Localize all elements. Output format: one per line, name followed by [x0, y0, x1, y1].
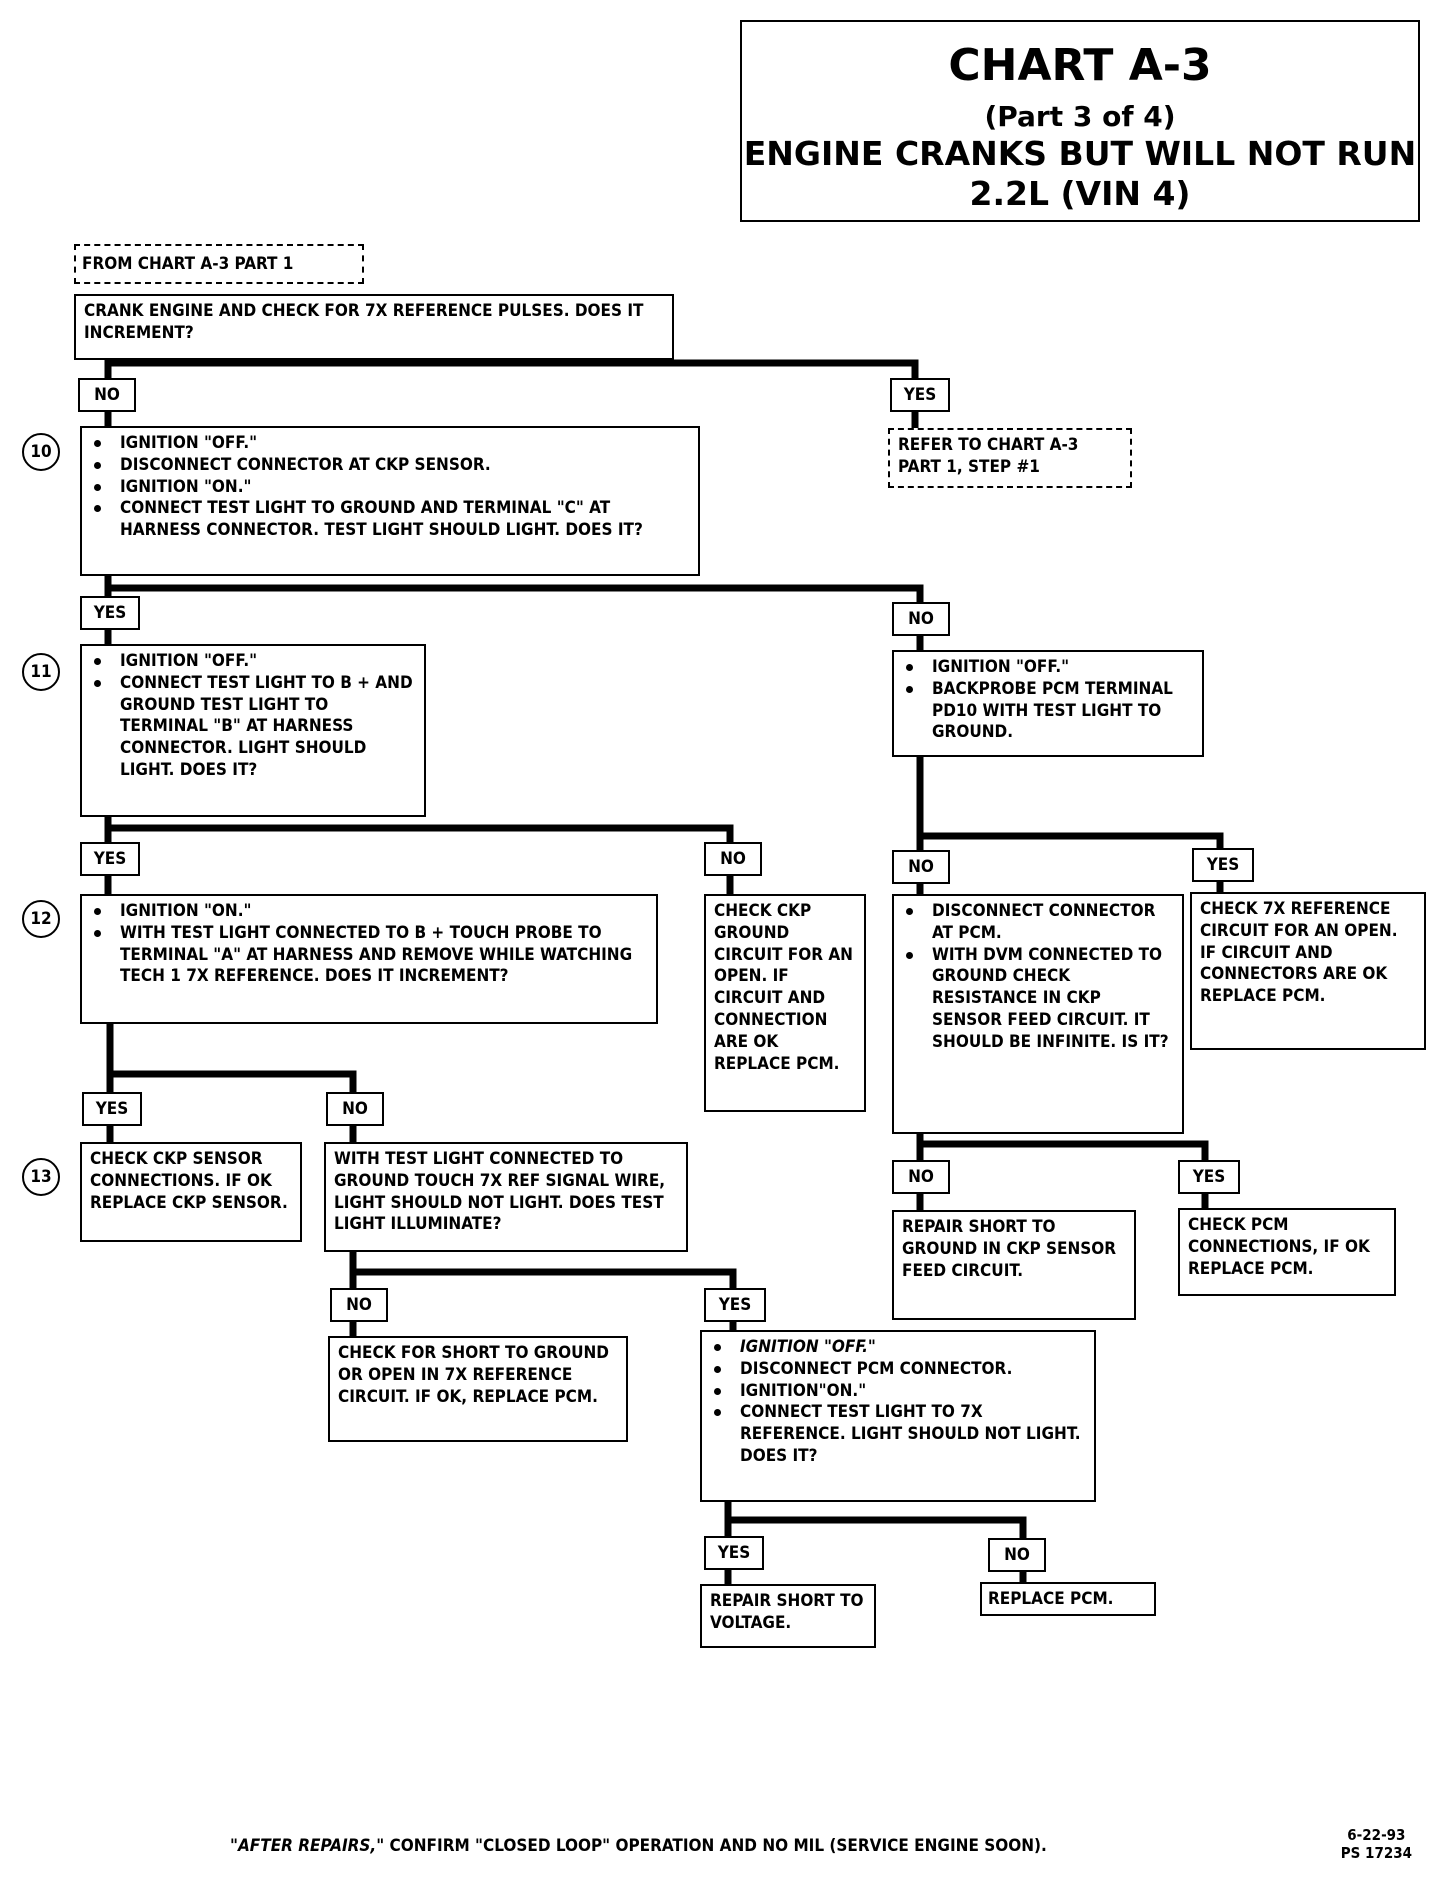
- dvm-check-box: DISCONNECT CONNECTOR AT PCM. WITH DVM CO…: [892, 894, 1184, 1134]
- footer-italic: "AFTER REPAIRS,": [230, 1836, 385, 1856]
- final-item: CONNECT TEST LIGHT TO 7X REFERENCE. LIGH…: [710, 1402, 1086, 1467]
- replace-pcm-text: REPLACE PCM.: [988, 1589, 1114, 1609]
- step-10-item: CONNECT TEST LIGHT TO GROUND AND TERMINA…: [90, 498, 690, 542]
- short-open-box: CHECK FOR SHORT TO GROUND OR OPEN IN 7X …: [328, 1336, 628, 1442]
- step-10-item: IGNITION "OFF.": [90, 433, 690, 455]
- repair-voltage-box: REPAIR SHORT TO VOLTAGE.: [700, 1584, 876, 1648]
- step-11-marker: 11: [22, 653, 60, 691]
- stamp-date: 6-22-93: [1347, 1826, 1406, 1844]
- step11-yes-label: YES: [80, 842, 140, 876]
- ckp-sensor-text: CHECK CKP SENSOR CONNECTIONS. IF OK REPL…: [90, 1149, 288, 1213]
- backprobe-yes-label: YES: [1192, 848, 1254, 882]
- footer-note: "AFTER REPAIRS," CONFIRM "CLOSED LOOP" O…: [230, 1836, 1047, 1856]
- step-12-box: IGNITION "ON." WITH TEST LIGHT CONNECTED…: [80, 894, 658, 1024]
- step12-no-label: NO: [326, 1092, 384, 1126]
- chart-title-block: CHART A-3 (Part 3 of 4) ENGINE CRANKS BU…: [740, 20, 1420, 222]
- refer-chart-box: REFER TO CHART A-3 PART 1, STEP #1: [888, 428, 1132, 488]
- repair-voltage-text: REPAIR SHORT TO VOLTAGE.: [710, 1591, 864, 1633]
- final-yes-label: YES: [704, 1536, 764, 1570]
- final-check-box: IGNITION "OFF." DISCONNECT PCM CONNECTOR…: [700, 1330, 1096, 1502]
- step-10-item: DISCONNECT CONNECTOR AT CKP SENSOR.: [90, 455, 690, 477]
- step-13-marker: 13: [22, 1158, 60, 1196]
- step-12-item: IGNITION "ON.": [90, 901, 648, 923]
- backprobe-item: IGNITION "OFF.": [902, 657, 1194, 679]
- dvm-no-label: NO: [892, 1160, 950, 1194]
- ground-touch-box: WITH TEST LIGHT CONNECTED TO GROUND TOUC…: [324, 1142, 688, 1252]
- final-item: IGNITION "OFF.": [710, 1337, 1086, 1359]
- short-open-text: CHECK FOR SHORT TO GROUND OR OPEN IN 7X …: [338, 1343, 610, 1407]
- step10-yes-label: YES: [80, 596, 140, 630]
- step-11-item: IGNITION "OFF.": [90, 651, 416, 673]
- step-10-box: IGNITION "OFF." DISCONNECT CONNECTOR AT …: [80, 426, 700, 576]
- chart-title: CHART A-3: [948, 40, 1212, 91]
- final-no-label: NO: [988, 1538, 1046, 1572]
- check-pcm-conn-box: CHECK PCM CONNECTIONS, IF OK REPLACE PCM…: [1178, 1208, 1396, 1296]
- chart-engine: 2.2L (VIN 4): [969, 174, 1191, 213]
- footer-rest: CONFIRM "CLOSED LOOP" OPERATION AND NO M…: [384, 1836, 1047, 1856]
- final-item: IGNITION"ON.": [710, 1381, 1086, 1403]
- step-12-item: WITH TEST LIGHT CONNECTED TO B + TOUCH P…: [90, 923, 648, 988]
- check-7x-ref-text: CHECK 7X REFERENCE CIRCUIT FOR AN OPEN. …: [1200, 899, 1398, 1007]
- ground-touch-text: WITH TEST LIGHT CONNECTED TO GROUND TOUC…: [334, 1149, 666, 1235]
- check-pcm-conn-text: CHECK PCM CONNECTIONS, IF OK REPLACE PCM…: [1188, 1215, 1370, 1279]
- crank-yes-label: YES: [890, 378, 950, 412]
- ckp-ground-text: CHECK CKP GROUND CIRCUIT FOR AN OPEN. IF…: [714, 901, 853, 1074]
- ckp-ground-box: CHECK CKP GROUND CIRCUIT FOR AN OPEN. IF…: [704, 894, 866, 1112]
- refer-chart-text: REFER TO CHART A-3 PART 1, STEP #1: [898, 435, 1079, 477]
- crank-no-label: NO: [78, 378, 136, 412]
- crank-check-text: CRANK ENGINE AND CHECK FOR 7X REFERENCE …: [84, 301, 644, 343]
- dvm-item: DISCONNECT CONNECTOR AT PCM.: [902, 901, 1174, 945]
- repair-ground-box: REPAIR SHORT TO GROUND IN CKP SENSOR FEE…: [892, 1210, 1136, 1320]
- ckp-sensor-box: CHECK CKP SENSOR CONNECTIONS. IF OK REPL…: [80, 1142, 302, 1242]
- step-11-item: CONNECT TEST LIGHT TO B + AND GROUND TES…: [90, 673, 416, 782]
- crank-check-box: CRANK ENGINE AND CHECK FOR 7X REFERENCE …: [74, 294, 674, 360]
- dvm-item: WITH DVM CONNECTED TO GROUND CHECK RESIS…: [902, 945, 1174, 1054]
- step-11-box: IGNITION "OFF." CONNECT TEST LIGHT TO B …: [80, 644, 426, 817]
- document-stamp: 6-22-93 PS 17234: [1341, 1826, 1412, 1862]
- backprobe-item: BACKPROBE PCM TERMINAL PD10 WITH TEST LI…: [902, 679, 1194, 744]
- touch-yes-label: YES: [704, 1288, 766, 1322]
- from-chart-box: FROM CHART A-3 PART 1: [74, 244, 364, 284]
- from-chart-text: FROM CHART A-3 PART 1: [82, 254, 294, 274]
- step-10-item: IGNITION "ON.": [90, 477, 690, 499]
- step12-yes-label: YES: [82, 1092, 142, 1126]
- step11-no-label: NO: [704, 842, 762, 876]
- check-7x-ref-box: CHECK 7X REFERENCE CIRCUIT FOR AN OPEN. …: [1190, 892, 1426, 1050]
- backprobe-box: IGNITION "OFF." BACKPROBE PCM TERMINAL P…: [892, 650, 1204, 757]
- chart-subtitle: ENGINE CRANKS BUT WILL NOT RUN: [743, 134, 1417, 173]
- final-item: DISCONNECT PCM CONNECTOR.: [710, 1359, 1086, 1381]
- step-12-marker: 12: [22, 900, 60, 938]
- step-10-marker: 10: [22, 433, 60, 471]
- touch-no-label: NO: [330, 1288, 388, 1322]
- repair-ground-text: REPAIR SHORT TO GROUND IN CKP SENSOR FEE…: [902, 1217, 1117, 1281]
- backprobe-no-label: NO: [892, 850, 950, 884]
- step10-no-label: NO: [892, 602, 950, 636]
- replace-pcm-box: REPLACE PCM.: [980, 1582, 1156, 1616]
- stamp-code: PS 17234: [1340, 1844, 1412, 1862]
- chart-part: (Part 3 of 4): [984, 100, 1176, 133]
- dvm-yes-label: YES: [1178, 1160, 1240, 1194]
